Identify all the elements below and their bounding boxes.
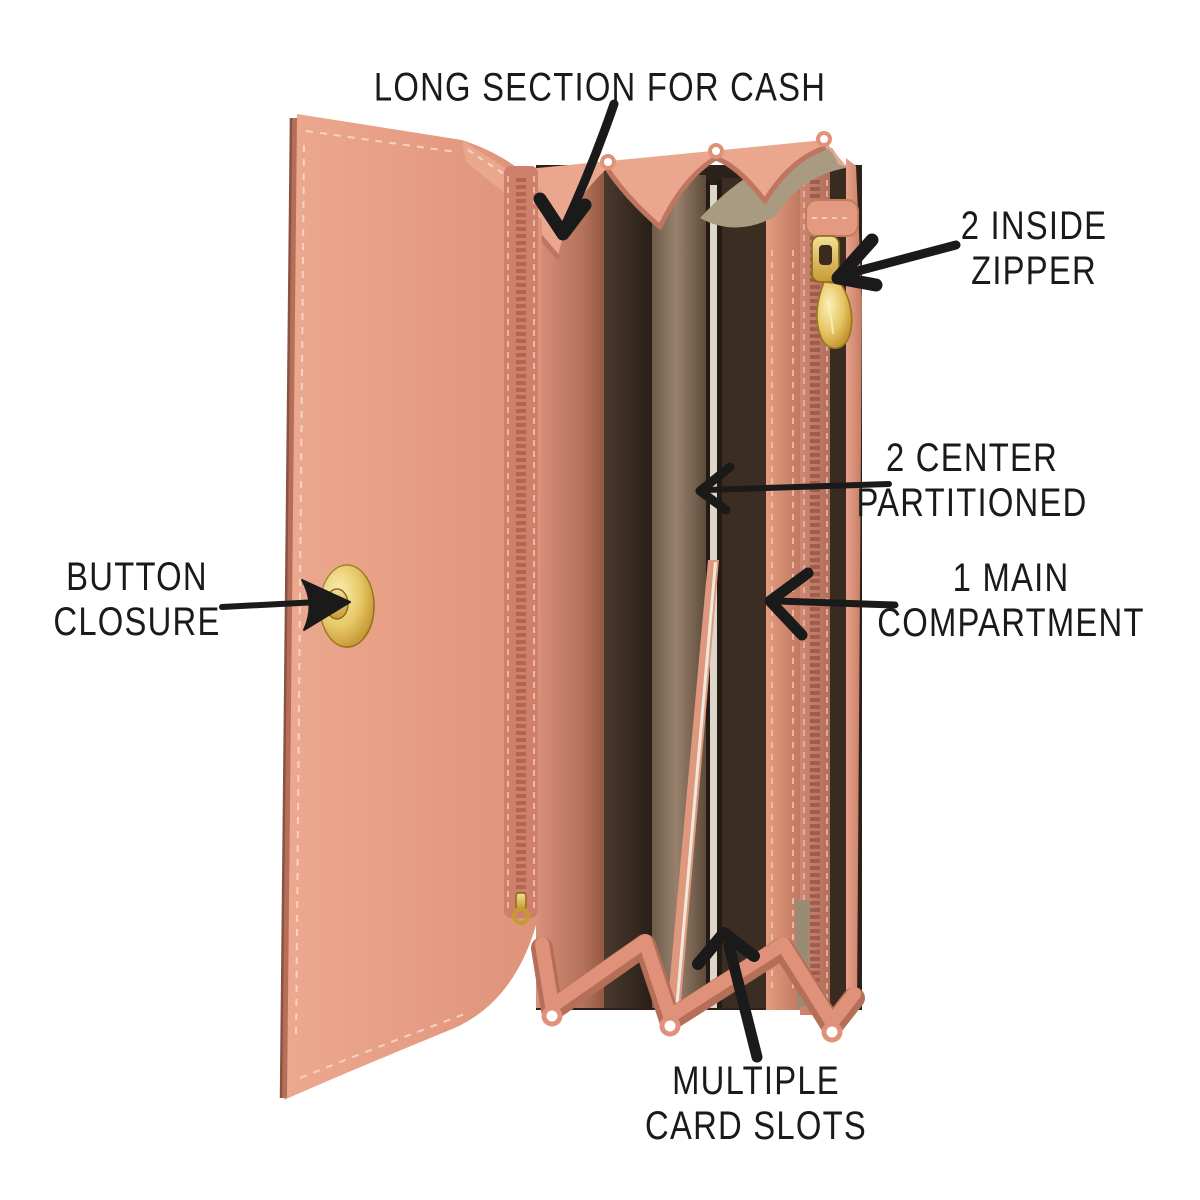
label-long-section-for-cash: LONG SECTION FOR CASH	[374, 66, 826, 111]
inside-zipper-hardware	[805, 199, 859, 350]
wallet-flap	[279, 114, 545, 1100]
label-line: COMPARTMENT	[877, 601, 1145, 645]
slider-bail-hole	[819, 245, 832, 265]
arrow-center-partitioned	[695, 462, 892, 515]
label-inside-zipper: 2 INSIDE ZIPPER	[961, 204, 1108, 294]
label-line: PARTITIONED	[856, 481, 1088, 525]
label-multiple-card-slots: MULTIPLE CARD SLOTS	[645, 1059, 867, 1149]
label-line: LONG SECTION FOR CASH	[373, 65, 827, 110]
fold-tab	[816, 131, 832, 147]
card-slots	[531, 934, 865, 1043]
partition-shadow-right	[717, 180, 722, 1008]
top-folds	[497, 140, 848, 256]
label-line: MULTIPLE	[672, 1059, 840, 1104]
label-line: CARD SLOTS	[645, 1104, 867, 1148]
arrow-long-section-for-cash	[533, 99, 619, 241]
outer-shell-edge	[846, 158, 862, 1018]
flap-zipper	[504, 166, 538, 925]
label-line: CLOSURE	[53, 600, 221, 644]
arrow-button-closure	[219, 579, 351, 631]
stitching	[295, 144, 305, 1041]
main-compartment	[722, 178, 766, 1008]
stitching	[305, 130, 457, 153]
arrow-inside-zipper	[831, 233, 961, 292]
label-line: ZIPPER	[971, 249, 1097, 293]
fold-tab	[600, 154, 616, 170]
fold-tab	[659, 1015, 681, 1037]
label-line: 2 INSIDE	[960, 204, 1108, 249]
arrow-multiple-card-slots	[692, 927, 763, 1063]
fold-tab	[541, 1005, 563, 1027]
label-line: 2 CENTER	[885, 436, 1059, 481]
partition-fold-highlight	[675, 562, 717, 1010]
label-button-closure: BUTTON CLOSURE	[53, 555, 220, 645]
label-line: 1 MAIN	[952, 556, 1070, 601]
inside-zipper-pull-icon	[816, 281, 853, 350]
label-center-partitioned: 2 CENTER PARTITIONED	[856, 436, 1087, 526]
fold-tab	[708, 143, 724, 159]
cash-slot-opening	[604, 172, 652, 1008]
flap-edge-dark	[279, 117, 293, 1099]
wallet-interior	[494, 131, 865, 1043]
flap-zipper-pull-icon	[515, 892, 527, 910]
label-main-compartment: 1 MAIN COMPARTMENT	[877, 556, 1144, 646]
cash-section-wall	[536, 168, 604, 1008]
arrow-main-compartment	[764, 567, 899, 641]
flap-edge	[281, 117, 297, 1099]
suede-divider	[652, 175, 706, 1008]
flap-panel	[284, 114, 542, 1100]
fold-tab	[821, 1021, 843, 1043]
label-line: BUTTON	[66, 555, 208, 600]
flap-zipper-ring	[512, 907, 530, 925]
pull-sparkle	[826, 299, 834, 335]
right-pocket-gap	[830, 170, 846, 1015]
